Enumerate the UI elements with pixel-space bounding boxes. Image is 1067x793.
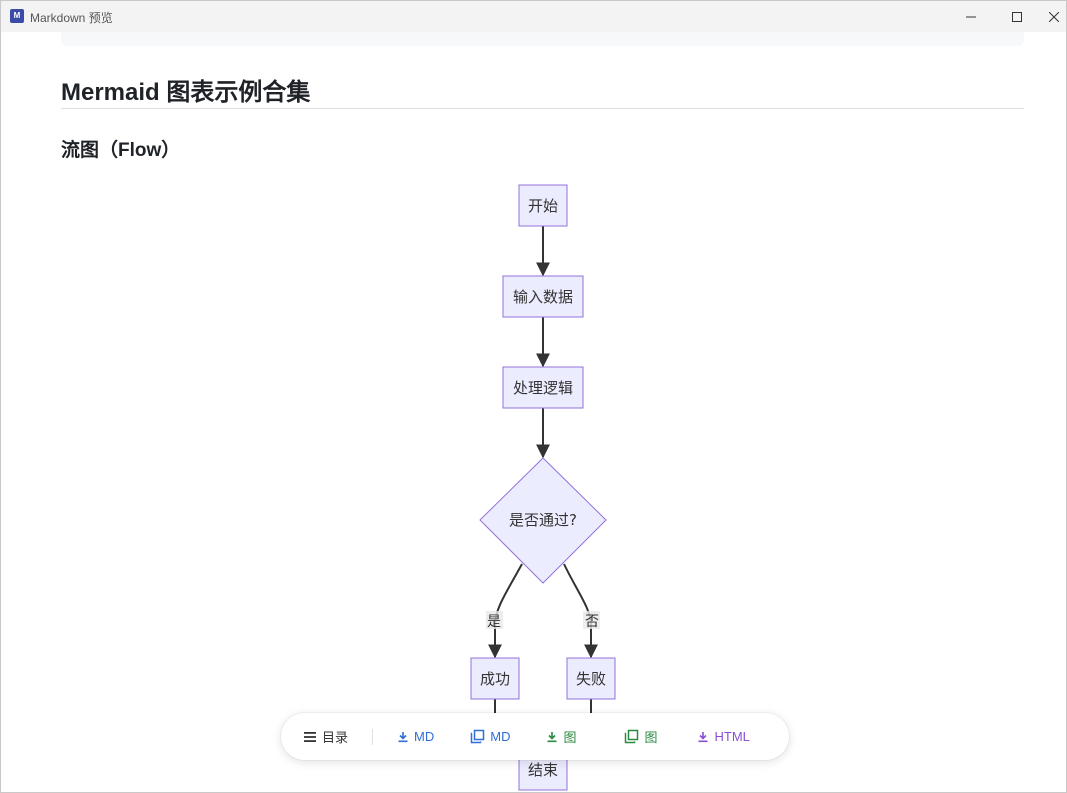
toc-button-label: 目录 <box>322 730 349 745</box>
floating-toolbar: 目录 MD MD 图 <box>281 713 789 760</box>
section-heading-flow: 流图（Flow） <box>61 140 181 161</box>
copy-icon <box>625 729 639 744</box>
node-input-label: 输入数据 <box>513 288 573 306</box>
node-process-label: 处理逻辑 <box>513 379 573 397</box>
node-decision: 是否通过? <box>479 457 607 584</box>
download-icon <box>547 731 557 742</box>
window-title: Markdown 预览 <box>30 11 113 25</box>
node-input: 输入数据 <box>502 275 584 318</box>
node-success: 成功 <box>470 657 520 700</box>
download-html-button[interactable]: HTML <box>697 729 750 744</box>
toc-button[interactable]: 目录 <box>303 727 348 746</box>
download-md-label: MD <box>414 729 435 744</box>
toolbar-divider <box>372 728 374 745</box>
copy-image-button[interactable]: 图 <box>624 727 657 746</box>
minimize-button[interactable] <box>948 1 994 32</box>
download-image-label: 图 <box>563 730 577 745</box>
download-icon <box>398 731 408 742</box>
node-success-label: 成功 <box>480 670 510 688</box>
node-fail: 失败 <box>566 657 616 700</box>
download-md-button[interactable]: MD <box>397 729 434 744</box>
download-icon <box>698 731 708 742</box>
copy-icon <box>470 729 485 744</box>
edge-label-yes-bg <box>486 611 503 629</box>
maximize-icon <box>1012 11 1022 22</box>
edge-label-yes: 是 <box>487 614 501 630</box>
copy-md-button[interactable]: MD <box>470 729 510 744</box>
list-icon <box>304 731 316 742</box>
node-decision-label: 是否通过? <box>509 511 577 529</box>
download-image-button[interactable]: 图 <box>546 727 576 746</box>
close-button[interactable] <box>1040 1 1066 32</box>
edge-label-no: 否 <box>585 614 599 630</box>
node-process: 处理逻辑 <box>502 366 584 409</box>
node-start-label: 开始 <box>528 197 558 215</box>
copy-image-label: 图 <box>644 730 658 745</box>
edge-decision-fail <box>563 563 598 659</box>
close-icon <box>1049 11 1059 22</box>
node-start: 开始 <box>518 184 568 227</box>
edge-label-no-bg <box>583 611 600 629</box>
node-end-label: 结束 <box>528 761 558 779</box>
page-title: Mermaid 图表示例合集 <box>61 72 1024 109</box>
title-bar[interactable]: M Markdown 预览 <box>1 1 1066 32</box>
code-block-remnant <box>61 32 1024 46</box>
node-fail-label: 失败 <box>576 670 606 688</box>
minimize-icon <box>966 16 976 17</box>
copy-md-label: MD <box>490 729 511 744</box>
app-icon-letter: M <box>13 11 21 20</box>
download-html-label: HTML <box>714 729 750 744</box>
app-icon: M <box>10 9 24 23</box>
maximize-button[interactable] <box>994 1 1040 32</box>
edge-decision-success <box>488 563 523 659</box>
